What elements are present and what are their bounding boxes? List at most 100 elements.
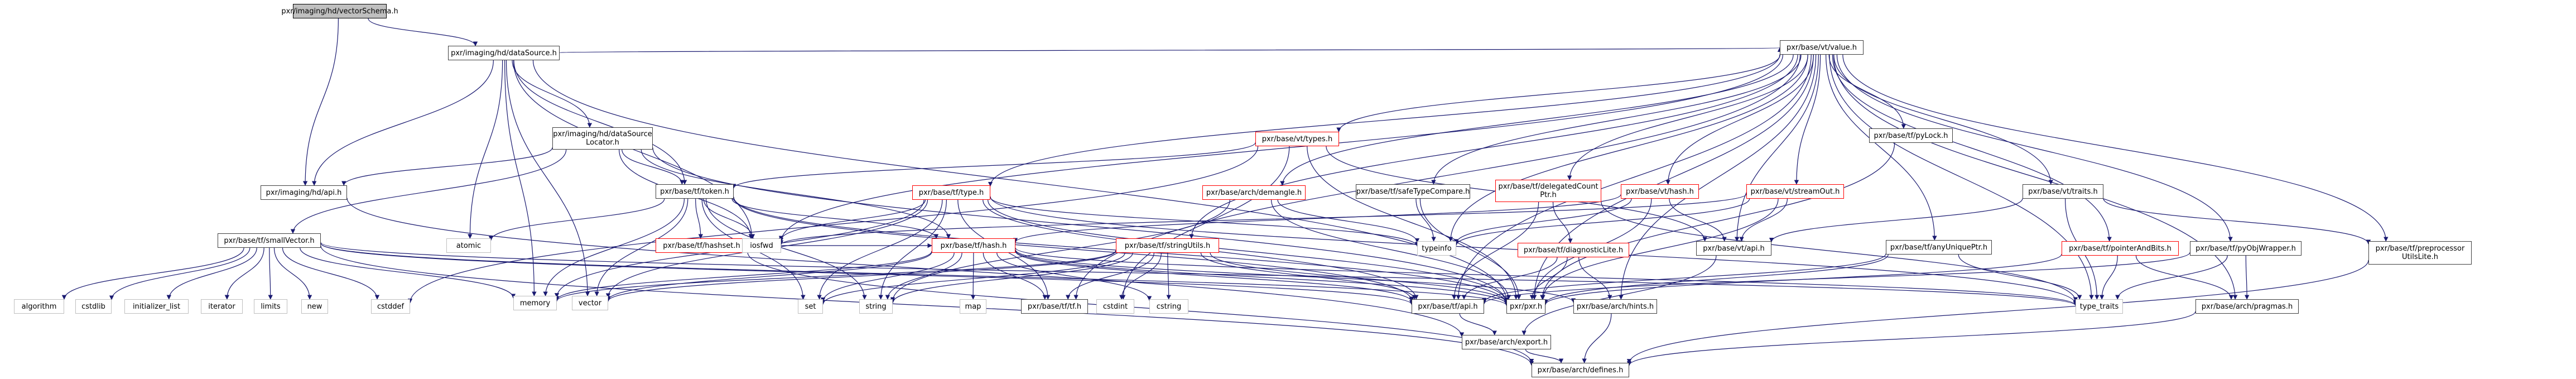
graph-node-stream-out[interactable]: pxr/base/vt/streamOut.h bbox=[1746, 184, 1844, 199]
edge-vtValue-to-tfApi bbox=[1456, 54, 1812, 300]
edge-tfType-to-string bbox=[878, 199, 947, 300]
edge-vtValue-to-vtApi bbox=[1734, 54, 1819, 242]
graph-node-delegated-count-ptr[interactable]: pxr/base/tf/delegatedCount Ptr.h bbox=[1495, 180, 1601, 202]
edge-dsLocator-to-hdApi bbox=[341, 147, 553, 186]
graph-node-vt-hash[interactable]: pxr/base/vt/hash.h bbox=[1621, 184, 1699, 199]
graph-node-initializer_list: initializer_list bbox=[124, 299, 189, 314]
edge-vtValue-to-iosfwd bbox=[778, 54, 1784, 243]
edge-tfHash-to-tfApi bbox=[1015, 251, 1414, 303]
graph-node-pointer-and-bits[interactable]: pxr/base/tf/pointerAndBits.h bbox=[2062, 241, 2179, 256]
edge-vtApi-to-exportH bbox=[1521, 255, 1717, 335]
graph-node-vt-value[interactable]: pxr/base/vt/value.h bbox=[1780, 40, 1864, 55]
edge-vtValue-to-delegatedCountPtr bbox=[1567, 54, 1808, 180]
graph-node-pxr-h[interactable]: pxr/pxr.h bbox=[1506, 299, 1545, 314]
graph-node-py-obj-wrapper[interactable]: pxr/base/tf/pyObjWrapper.h bbox=[2190, 241, 2301, 256]
graph-node-vt-api[interactable]: pxr/base/vt/api.h bbox=[1696, 241, 1771, 256]
edge-smallVector-to-limits bbox=[268, 247, 273, 300]
edge-tfHash-to-set bbox=[820, 252, 955, 303]
edge-smallVector-to-new bbox=[273, 247, 312, 300]
edge-stringUtils-to-memory bbox=[554, 250, 1116, 302]
edge-stringUtils-to-vector bbox=[605, 251, 1116, 302]
graph-node-set: set bbox=[798, 299, 823, 314]
edge-preprocessorUtilsLite-to-defines bbox=[1626, 260, 2369, 364]
graph-node-tf-hash[interactable]: pxr/base/tf/hash.h bbox=[932, 238, 1015, 253]
graph-node-tf-api[interactable]: pxr/base/tf/api.h bbox=[1412, 299, 1484, 314]
graph-node-vt-types[interactable]: pxr/base/vt/types.h bbox=[1255, 132, 1339, 146]
edge-demangle-to-typeinfo bbox=[1277, 199, 1420, 243]
edge-token-to-atomic bbox=[488, 198, 665, 241]
edge-vtValue-to-pyLock bbox=[1828, 54, 1906, 129]
graph-node-diagnostic-lite[interactable]: pxr/base/tf/diagnosticLite.h bbox=[1518, 243, 1629, 257]
edge-tfType-to-set bbox=[817, 199, 943, 300]
edge-demangle-to-pxrH bbox=[1270, 199, 1511, 300]
edge-demangle-to-string bbox=[890, 199, 1230, 302]
graph-node-typeinfo: typeinfo bbox=[1417, 241, 1456, 256]
edge-token-to-tfHash bbox=[731, 198, 939, 239]
edge-vtTypes-to-pxrH bbox=[1307, 146, 1519, 300]
edge-hints-to-defines bbox=[1582, 313, 1612, 363]
graph-node-type_traits: type_traits bbox=[2076, 299, 2123, 314]
edge-dsLocator-to-pxrH bbox=[652, 147, 1509, 304]
edge-dsLocator-to-token bbox=[622, 149, 685, 185]
graph-node-hd-api[interactable]: pxr/imaging/hd/api.h bbox=[261, 185, 347, 200]
graph-node-vector: vector bbox=[572, 296, 608, 310]
edge-vtValue-to-vtHash bbox=[1665, 54, 1814, 185]
edge-token-to-vector bbox=[594, 198, 688, 296]
edge-anyUniquePtr-to-tfApi bbox=[1481, 253, 1886, 303]
edge-pyObjWrapper-to-pragmas bbox=[2244, 255, 2250, 300]
graph-node-safe-type-compare[interactable]: pxr/base/tf/safeTypeCompare.h bbox=[1356, 184, 1470, 199]
edge-diagnosticLite-to-tfApi bbox=[1461, 257, 1558, 300]
edge-safeTypeCompare-to-typeinfo bbox=[1415, 198, 1436, 242]
graph-node-hints[interactable]: pxr/base/arch/hints.h bbox=[1573, 299, 1657, 314]
edge-tfHash-to-memory bbox=[554, 251, 932, 301]
edge-exportH-to-defines bbox=[1525, 349, 1564, 363]
graph-node-demangle[interactable]: pxr/base/arch/demangle.h bbox=[1202, 185, 1306, 200]
graph-node-string: string bbox=[859, 299, 893, 314]
graph-node-vt-traits[interactable]: pxr/base/vt/traits.h bbox=[2023, 184, 2103, 199]
edge-tfHash-to-cstring bbox=[996, 252, 1152, 301]
graph-node-data-source[interactable]: pxr/imaging/hd/dataSource.h bbox=[448, 46, 560, 60]
graph-node-tf-type[interactable]: pxr/base/tf/type.h bbox=[912, 185, 990, 200]
graph-node-export-h[interactable]: pxr/base/arch/export.h bbox=[1462, 335, 1551, 349]
edge-smallVector-to-cstddef bbox=[282, 247, 380, 300]
edge-pyLock-to-pxrH bbox=[1540, 142, 1895, 300]
edge-smallVector-to-algorithm bbox=[61, 247, 244, 300]
edge-tfHash-to-type_traits bbox=[1015, 247, 2078, 306]
graph-node-token[interactable]: pxr/base/tf/token.h bbox=[656, 184, 734, 199]
edge-streamOut-to-pxrH bbox=[1540, 198, 1779, 300]
edge-vtTraits-to-preprocessorUtilsLite bbox=[2103, 198, 2371, 244]
graph-node-preprocessor-utils-lite[interactable]: pxr/base/tf/preprocessor UtilsLite.h bbox=[2368, 241, 2472, 265]
graph-node-hashset[interactable]: pxr/base/tf/hashset.h bbox=[656, 238, 748, 253]
edge-smallVector-to-defines bbox=[320, 246, 1534, 366]
edge-vectorSchema-to-hdApi bbox=[302, 18, 339, 186]
graph-node-pragmas[interactable]: pxr/base/arch/pragmas.h bbox=[2195, 299, 2299, 314]
edge-dataSource-to-token bbox=[513, 60, 687, 185]
graph-node-string-utils[interactable]: pxr/base/tf/stringUtils.h bbox=[1116, 238, 1219, 253]
graph-node-small-vector[interactable]: pxr/base/tf/smallVector.h bbox=[218, 233, 321, 248]
graph-node-defines[interactable]: pxr/base/arch/defines.h bbox=[1532, 363, 1629, 377]
graph-node-ds-locator[interactable]: pxr/imaging/hd/dataSource Locator.h bbox=[552, 127, 653, 150]
edge-pyObjWrapper-to-tfApi bbox=[1482, 252, 2190, 305]
edge-vtHash-to-tfHash bbox=[1013, 194, 1621, 243]
edge-dataSource-to-hdApi bbox=[311, 60, 494, 186]
edge-vtTypes-to-token bbox=[731, 142, 1256, 189]
edge-smallVector-to-initializer_list bbox=[166, 247, 257, 300]
edge-stringUtils-to-tfApi bbox=[1200, 252, 1417, 300]
edge-vtValue-to-safeTypeCompare bbox=[1431, 54, 1802, 185]
edge-token-to-memory bbox=[543, 198, 685, 296]
graph-node-tf-tf[interactable]: pxr/base/tf/tf.h bbox=[1021, 299, 1088, 314]
graph-node-any-unique-ptr[interactable]: pxr/base/tf/anyUniquePtr.h bbox=[1886, 240, 1992, 255]
graph-node-cstdint: cstdint bbox=[1096, 299, 1134, 314]
edge-stringUtils-to-cstring bbox=[1166, 252, 1171, 300]
edge-stringUtils-to-cstdint bbox=[1119, 252, 1162, 300]
edge-token-to-hashset bbox=[695, 198, 704, 239]
edge-stringUtils-to-tfTf bbox=[1065, 252, 1154, 300]
graph-node-iosfwd: iosfwd bbox=[742, 238, 781, 253]
edge-dataSource-to-vector bbox=[505, 60, 590, 296]
edge-pointerAndBits-to-type_traits bbox=[2099, 255, 2118, 300]
edge-vtTraits-to-vtApi bbox=[1769, 198, 2023, 243]
graph-node-py-lock[interactable]: pxr/base/tf/pyLock.h bbox=[1869, 128, 1953, 143]
edge-stringUtils-to-string bbox=[890, 252, 1133, 304]
edge-tfHash-to-tfTf bbox=[983, 252, 1047, 300]
